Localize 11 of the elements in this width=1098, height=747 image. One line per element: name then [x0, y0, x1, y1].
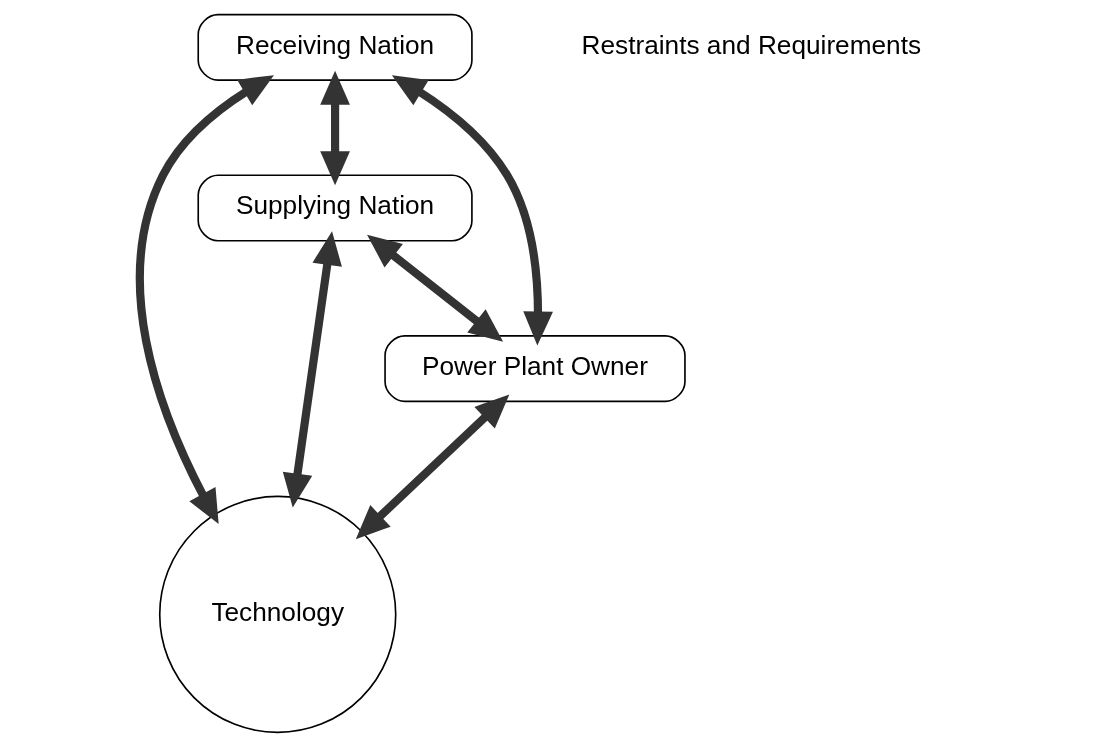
arrow — [319, 70, 350, 186]
node-circle: Technology — [158, 495, 397, 734]
node-box: Power Plant Owner — [383, 335, 686, 403]
arrow — [355, 394, 509, 540]
arrow — [391, 75, 553, 346]
arrow — [282, 231, 342, 508]
legend-label: Restraints and Requirements — [581, 29, 921, 60]
node-box: Receiving Nation — [196, 13, 473, 81]
node-box: Supplying Nation — [196, 174, 473, 242]
arrow — [135, 75, 274, 525]
arrow — [366, 234, 503, 342]
